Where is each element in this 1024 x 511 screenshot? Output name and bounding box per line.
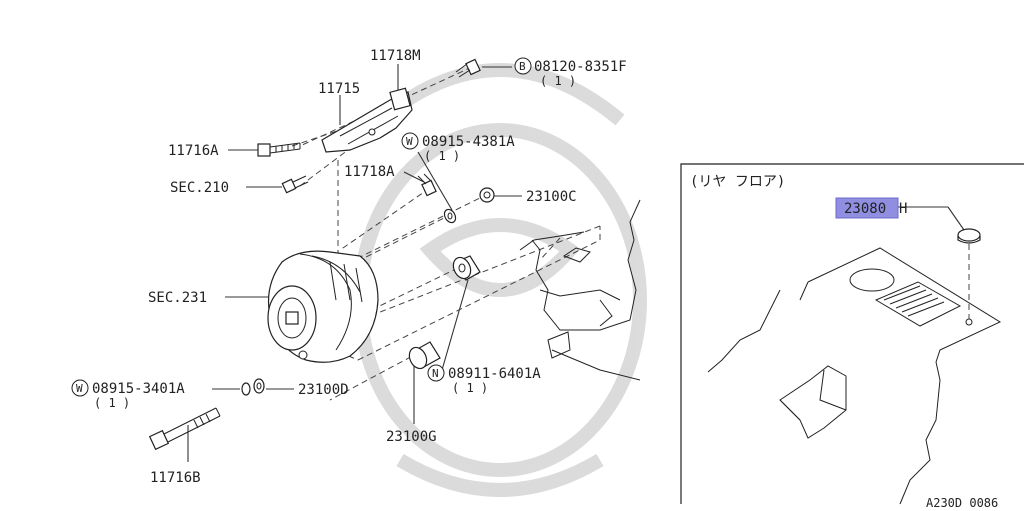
label-11716a: 11716A bbox=[168, 143, 219, 159]
bolt-11716a[interactable] bbox=[257, 142, 301, 157]
circle-b: B bbox=[519, 60, 526, 73]
qty-08915-4381a: ( 1 ) bbox=[424, 149, 460, 163]
bushing-upper[interactable] bbox=[450, 255, 481, 282]
part-labels: 11718M 11715 11716A SEC.210 11718A 23100… bbox=[148, 48, 577, 486]
washer-08915-3401a[interactable] bbox=[241, 382, 251, 396]
label-08911-6401a: 08911-6401A bbox=[448, 366, 541, 382]
label-08915-4381a: 08915-4381A bbox=[422, 134, 515, 150]
nut-23100c[interactable] bbox=[479, 187, 495, 203]
label-08120-8351f: 08120-8351F bbox=[534, 59, 627, 75]
bracket-11715[interactable] bbox=[321, 87, 413, 153]
circle-w2: W bbox=[76, 382, 83, 395]
label-23080: 23080 bbox=[844, 201, 886, 217]
bolt-sec210[interactable] bbox=[281, 175, 309, 194]
callout-08911-6401a: N 08911-6401A ( 1 ) bbox=[427, 364, 541, 395]
label-23100d: 23100D bbox=[298, 382, 349, 398]
alternator-sec231[interactable] bbox=[267, 250, 379, 363]
label-23100g: 23100G bbox=[386, 429, 437, 445]
label-23080-suffix: H bbox=[899, 201, 907, 217]
bolt-08120-8351f[interactable] bbox=[455, 58, 481, 78]
label-23100c: 23100C bbox=[526, 189, 577, 205]
circle-w1: W bbox=[406, 135, 413, 148]
watermark-emblem bbox=[353, 63, 647, 497]
qty-08120-8351f: ( 1 ) bbox=[540, 74, 576, 88]
label-sec210: SEC.210 bbox=[170, 180, 229, 196]
label-sec231: SEC.231 bbox=[148, 290, 207, 306]
callout-08915-3401a: W 08915-3401A ( 1 ) bbox=[71, 379, 185, 410]
label-11718m: 11718M bbox=[370, 48, 421, 64]
engine-block bbox=[519, 199, 641, 381]
label-11718a: 11718A bbox=[344, 164, 395, 180]
inset-rear-floor: (リヤ フロア) 23080 H bbox=[680, 163, 1024, 505]
label-11715: 11715 bbox=[318, 81, 360, 97]
bolt-11716b[interactable] bbox=[148, 407, 221, 451]
qty-08915-3401a: ( 1 ) bbox=[94, 396, 130, 410]
washer-08915-4381a[interactable] bbox=[442, 207, 458, 224]
footer-code: A230D 0086 bbox=[926, 496, 998, 510]
qty-08911-6401a: ( 1 ) bbox=[452, 381, 488, 395]
circle-n: N bbox=[432, 367, 439, 380]
leader-lines bbox=[187, 64, 965, 462]
label-08915-3401a: 08915-3401A bbox=[92, 381, 185, 397]
stud-11718a[interactable] bbox=[417, 173, 437, 197]
grommet-23080h[interactable] bbox=[957, 228, 981, 244]
washer-23100d[interactable] bbox=[253, 378, 265, 394]
label-11716b: 11716B bbox=[150, 470, 201, 486]
callout-08915-4381a: W 08915-4381A ( 1 ) bbox=[401, 132, 515, 163]
callout-08120-8351f: B 08120-8351F ( 1 ) bbox=[514, 57, 627, 88]
inset-title: (リヤ フロア) bbox=[690, 174, 785, 190]
highlight-23080h[interactable] bbox=[835, 197, 899, 219]
bushing-23100g[interactable] bbox=[406, 341, 441, 371]
